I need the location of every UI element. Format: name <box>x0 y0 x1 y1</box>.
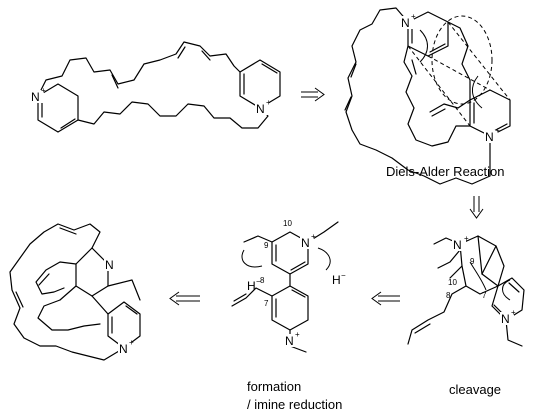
upper-n-label: N <box>401 16 410 30</box>
product-pyridinium-n-charge: + <box>129 338 134 347</box>
right-pyridinium-ring <box>239 59 281 109</box>
iminium-n-label: N <box>301 236 310 250</box>
structure-bis-pyridinium-macrocycle: N + N + <box>30 41 281 133</box>
cage-n-label: N <box>453 238 462 252</box>
structure-diels-alder-conformer: N + N + <box>344 7 511 185</box>
hydride-right-charge: − <box>341 271 346 280</box>
inner-chain <box>403 45 471 147</box>
locant-7-formation: 7 <box>264 299 269 308</box>
locant-10-cleavage: 10 <box>448 278 457 287</box>
piperidine-ring <box>75 247 109 297</box>
product-pyridinium-n-label: N <box>119 342 128 356</box>
right-n-label: N <box>256 102 265 116</box>
product-pyridinium-ring <box>107 301 141 349</box>
arrow-to-cleavage <box>469 196 484 219</box>
locant-7-cleavage: 7 <box>482 291 487 300</box>
outer-chain <box>345 7 491 185</box>
structure-cleavage-intermediate: N + N + 9 10 7 8 <box>407 234 525 347</box>
left-n-charge: + <box>41 86 46 95</box>
pyridinium-n-charge: + <box>295 330 300 339</box>
upper-chain <box>37 41 241 97</box>
outer-product-chain <box>9 223 125 361</box>
caption-cleavage: cleavage <box>449 382 501 397</box>
locant-10-formation: 10 <box>283 219 292 228</box>
locant-9-cleavage: 9 <box>470 257 475 266</box>
upper-n-charge: + <box>411 12 416 21</box>
iminium-n-charge: + <box>311 232 316 241</box>
caption-formation-line1: formation <box>247 379 301 394</box>
arrow-to-formation <box>371 291 400 306</box>
arrow-to-product <box>169 291 200 306</box>
lower-pyridinium-ring <box>271 285 309 331</box>
ring-n-charge: + <box>511 308 516 317</box>
caption-formation-line2: / imine reduction <box>247 397 342 412</box>
ring-n-label: N <box>501 312 510 326</box>
lower-chain <box>77 101 269 129</box>
lower-n-label: N <box>485 130 494 144</box>
locant-8-cleavage: 8 <box>446 291 451 300</box>
cage-n-charge: + <box>464 234 469 243</box>
pyridinium-ring-cleavage <box>491 277 525 321</box>
locant-9-formation: 9 <box>264 241 269 250</box>
left-n-label: N <box>31 90 40 104</box>
structure-iminium-reduction: N + N + H − H − 10 9 8 7 <box>231 219 346 353</box>
hydride-right-label: H <box>332 273 341 287</box>
arrow-to-diels-alder <box>301 87 325 102</box>
hydride-left-label: H <box>247 279 256 293</box>
locant-8-formation: 8 <box>260 276 265 285</box>
lower-n-charge: + <box>495 126 500 135</box>
hydride-left-charge: − <box>256 277 261 286</box>
structure-product: N N + <box>9 223 141 361</box>
right-n-charge: + <box>266 98 271 107</box>
pyridinium-n-label: N <box>285 334 294 348</box>
caption-diels-alder: Diels-Alder Reaction <box>386 164 505 179</box>
upper-iminium-ring <box>271 231 309 275</box>
product-amine-n-label: N <box>105 258 114 272</box>
